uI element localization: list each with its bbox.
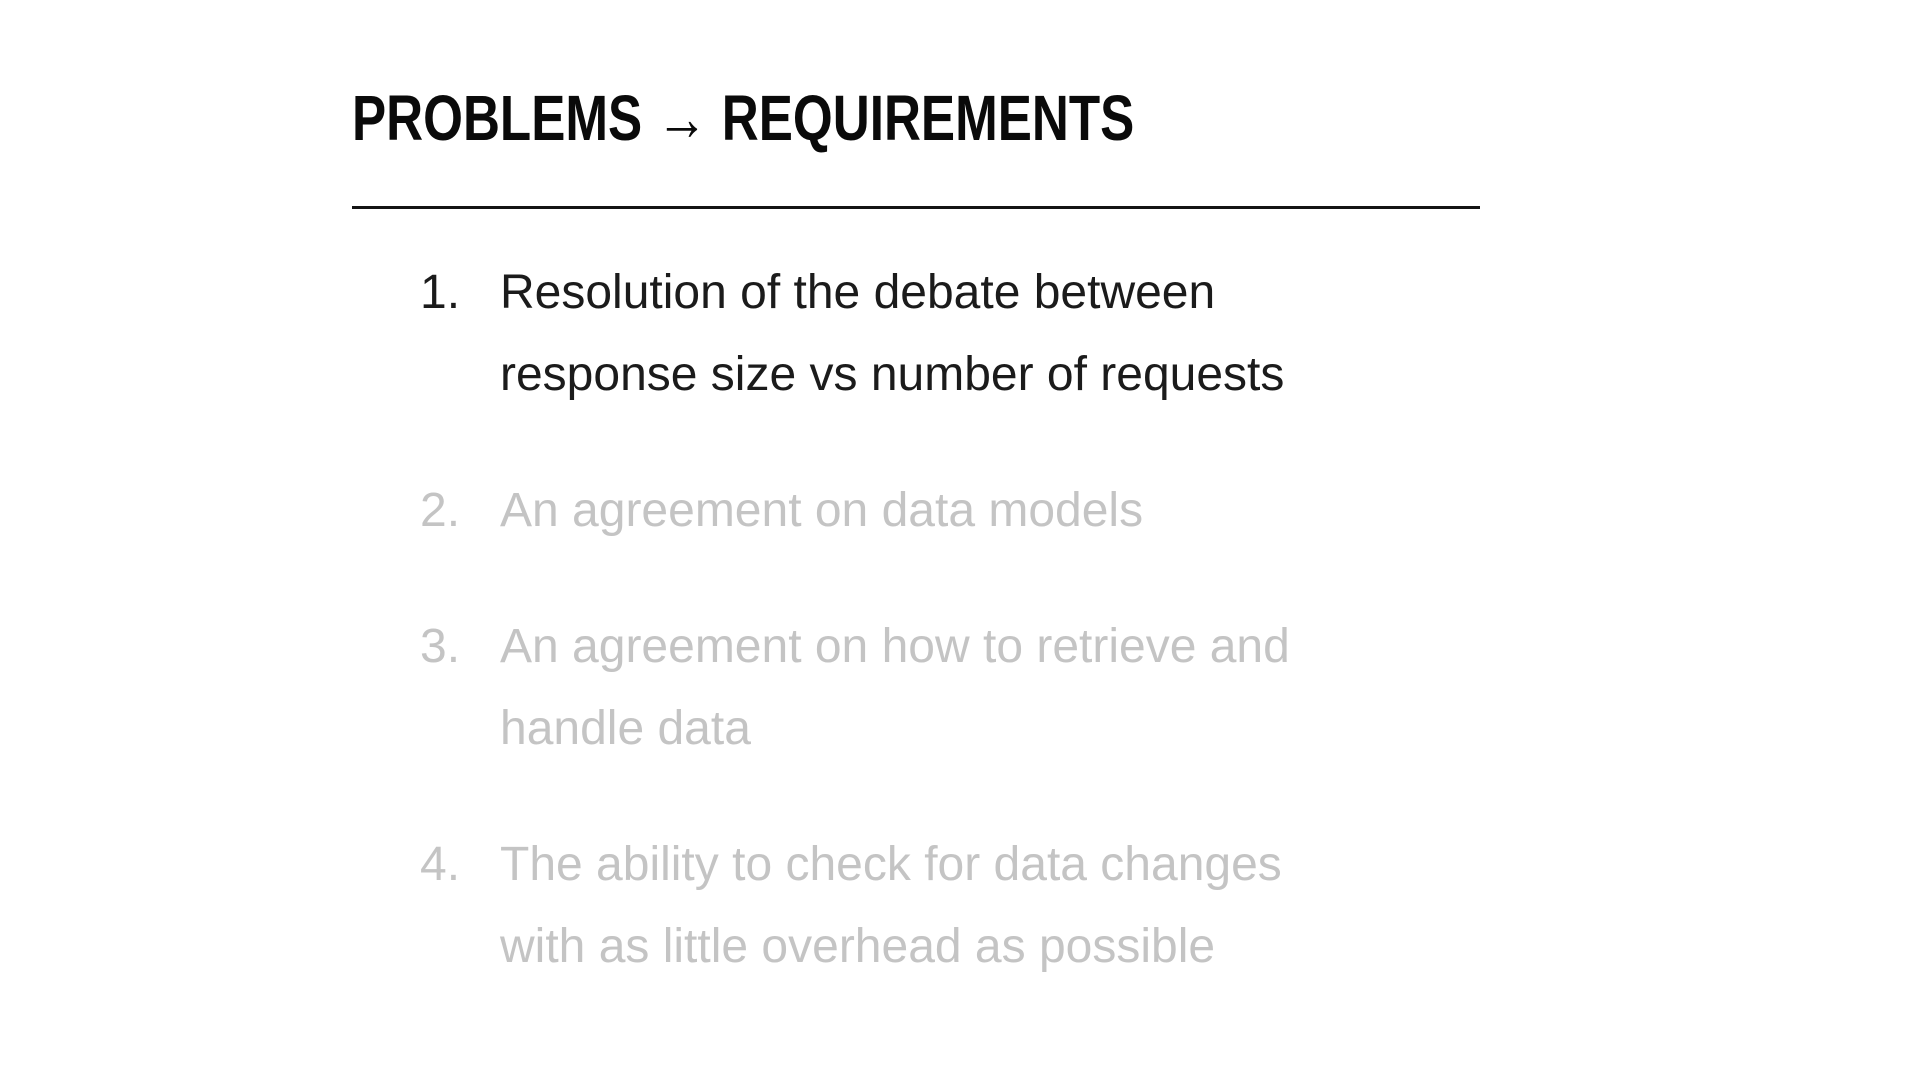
list-item-number: 2. (420, 484, 461, 537)
list-item-number: 1. (420, 266, 461, 319)
list-item-number: 4. (420, 838, 461, 891)
slide-title: PROBLEMS → REQUIREMENTS (352, 82, 1135, 154)
list-item-text: An agreement on data models (500, 484, 1144, 537)
title-divider (352, 206, 1480, 209)
list-item-number: 3. (420, 620, 461, 673)
list-item: 2. An agreement on data models (420, 470, 1290, 552)
